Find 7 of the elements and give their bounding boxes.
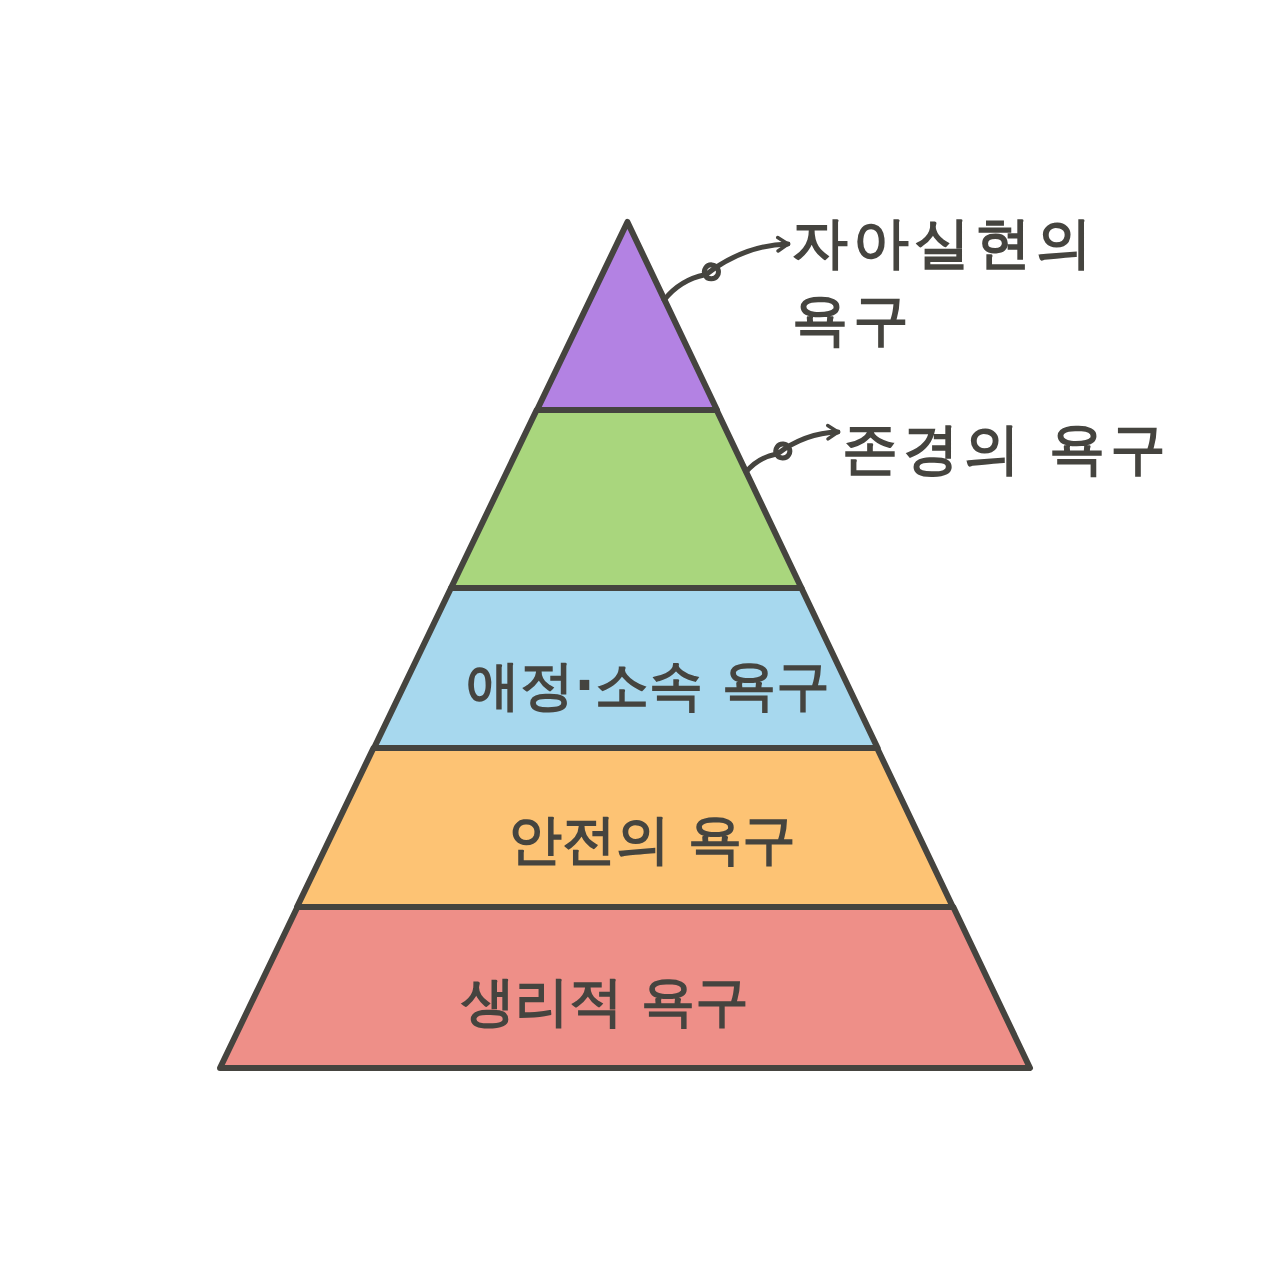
level-label: 안전의 욕구 [507, 813, 797, 867]
leader-arrow [661, 236, 791, 303]
level-label: 자아실현의 욕구 [792, 209, 1098, 355]
level-label: 생리적 욕구 [460, 975, 750, 1029]
leader-arrow [743, 424, 841, 475]
level-label: 애정·소속 욕구 [466, 659, 830, 713]
level-label: 존경의 욕구 [842, 415, 1172, 483]
